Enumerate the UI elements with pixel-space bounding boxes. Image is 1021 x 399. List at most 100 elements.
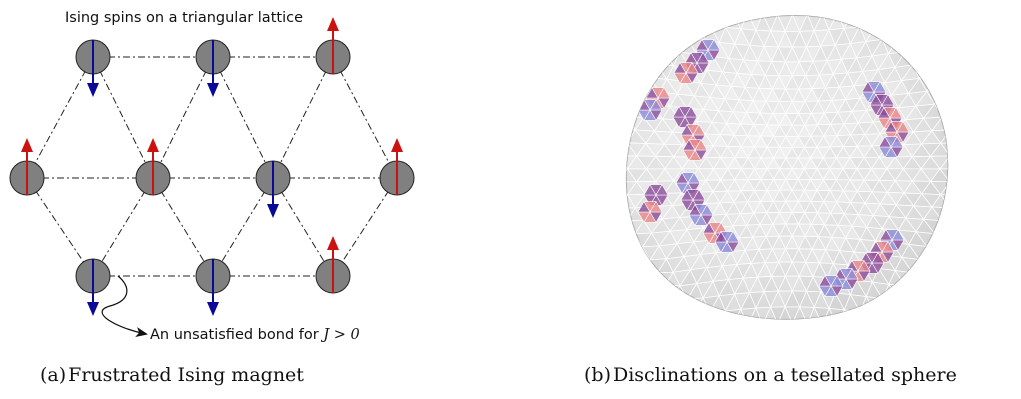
mesh-triangle [913,325,928,338]
mesh-triangle [950,156,965,169]
mesh-triangle [598,65,613,78]
lattice-site [255,160,291,218]
patch-triangle [687,172,701,184]
mesh-triangle [926,246,944,261]
mesh-triangle [643,0,658,13]
mesh-triangle [598,299,613,312]
mesh-triangle [626,259,644,274]
patch-triangle [726,231,740,243]
mesh-triangle [965,273,980,286]
mesh-triangle [958,169,973,182]
mesh-triangle [973,39,988,52]
mesh-triangle [545,299,560,312]
mesh-triangle [889,311,906,320]
mesh-triangle [778,0,793,15]
mesh-triangle [815,0,830,14]
mesh-triangle [583,260,598,273]
mesh-triangle [881,311,899,320]
mesh-triangle [626,194,629,209]
lattice-bond [212,56,274,179]
mesh-triangle [634,285,651,300]
mesh-triangle [950,182,965,195]
mesh-triangle [792,324,807,338]
mesh-triangle [626,38,636,53]
mesh-triangle [560,130,575,143]
panel-a-ising-lattice: Ising spins on a triangular lattice An u… [0,0,430,399]
patch-triangle [896,121,910,133]
mesh-triangle [965,78,980,91]
mesh-triangle [575,247,590,260]
mesh-triangle [1003,260,1018,273]
mesh-triangle [1003,91,1018,104]
mesh-triangle [671,25,689,40]
mesh-triangle [980,91,995,104]
mesh-triangle [568,130,583,143]
mesh-triangle [575,260,590,273]
mesh-triangle [649,25,666,40]
mesh-triangle [560,247,575,260]
mesh-triangle [626,272,629,287]
mesh-triangle [568,39,583,52]
mesh-triangle [1003,221,1018,234]
mesh-triangle [898,325,913,338]
mesh-triangle [583,325,598,338]
mesh-triangle [845,325,860,338]
mesh-triangle [598,26,613,39]
mesh-triangle [904,285,921,300]
mesh-triangle [965,234,980,247]
mesh-triangle [1003,234,1018,247]
mesh-triangle [941,311,948,320]
mesh-triangle [958,13,973,26]
mesh-triangle [934,285,948,300]
disclination-patch [714,231,740,253]
mesh-triangle [575,195,590,208]
mesh-triangle [626,116,636,131]
mesh-triangle [958,260,973,273]
mesh-triangle [560,208,575,221]
mesh-triangle [598,104,613,117]
mesh-triangle [988,260,1003,273]
mesh-triangle [941,15,948,27]
mesh-triangle [626,181,629,196]
mesh-triangle [583,91,598,104]
mesh-triangle [973,260,988,273]
panel-b-tessellated-sphere [560,0,1021,399]
mesh-triangle [583,273,598,286]
mesh-triangle [950,78,965,91]
mesh-triangle [568,325,583,338]
mesh-triangle [635,0,650,13]
mesh-triangle [605,78,620,91]
mesh-triangle [583,0,598,13]
mesh-triangle [973,273,988,286]
mesh-triangle [958,117,973,130]
mesh-triangle [965,286,980,299]
mesh-triangle [605,221,620,234]
mesh-triangle [896,311,914,320]
mesh-triangle [919,298,936,313]
mesh-triangle [958,286,973,299]
mesh-triangle [988,130,1003,143]
mesh-triangle [941,103,948,118]
mesh-triangle [553,104,568,117]
mesh-triangle [626,51,629,66]
annotation-curve [101,275,148,337]
annotation-text: An unsatisfied bond for J > 0 [150,327,360,343]
mesh-triangle [598,143,613,156]
mesh-triangle [641,272,659,287]
mesh-triangle [568,143,583,156]
mesh-triangle [553,286,568,299]
mesh-triangle [626,246,636,261]
mesh-triangle [980,195,995,208]
mesh-triangle [958,78,973,91]
mesh-triangle [980,13,995,26]
mesh-triangle [626,38,644,53]
mesh-triangle [560,325,575,338]
mesh-triangle [919,259,936,274]
mesh-triangle [965,247,980,260]
mesh-triangle [605,130,620,143]
mesh-triangle [911,38,929,53]
mesh-triangle [583,195,598,208]
mesh-triangle [941,246,948,261]
mesh-triangle [995,65,1010,78]
mesh-triangle [575,182,590,195]
